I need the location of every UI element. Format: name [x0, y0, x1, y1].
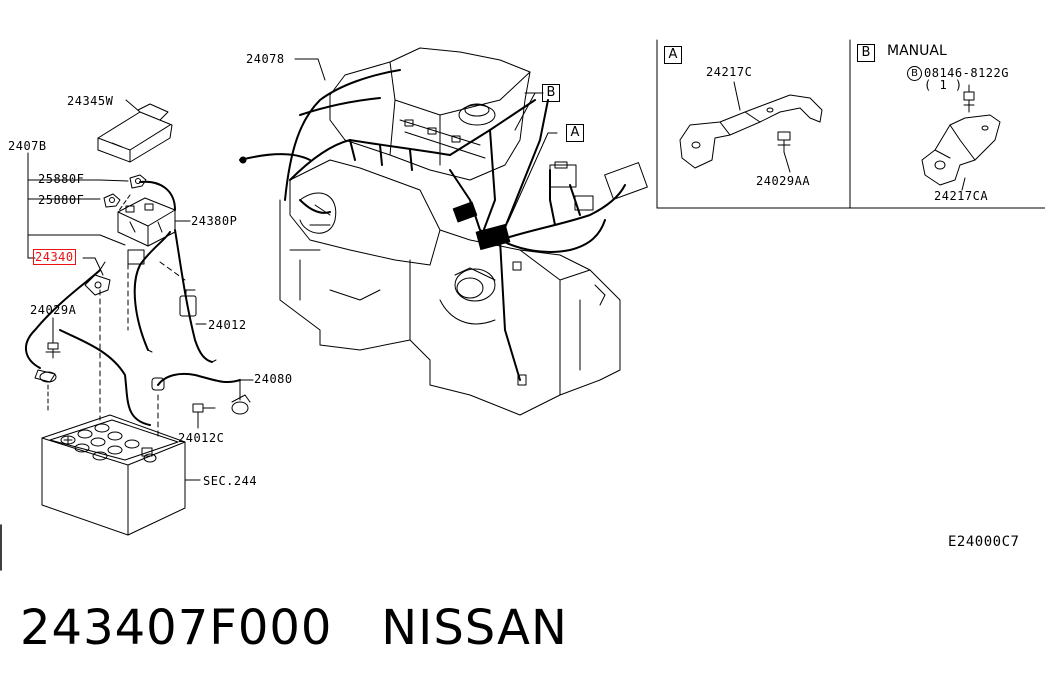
callout-24217ca: 24217CA — [934, 189, 989, 203]
engine-assembly — [279, 47, 621, 416]
view-marker-a: A — [566, 124, 584, 142]
inset-b-title: MANUAL — [887, 43, 947, 59]
bolt-ref-b-circle: B — [907, 66, 922, 81]
callout-24078: 24078 — [246, 52, 285, 66]
bolt-24029aa — [777, 131, 791, 153]
bracket-24217c — [679, 94, 823, 169]
nut-25880f — [103, 174, 147, 208]
view-marker-b: B — [542, 84, 560, 102]
diagram-code: E24000C7 — [948, 534, 1020, 550]
callout-24012: 24012 — [208, 318, 247, 332]
inset-a-label: A — [664, 46, 682, 64]
battery — [41, 414, 186, 536]
callout-sec244: SEC.244 — [203, 474, 258, 488]
callout-24029aa: 24029AA — [756, 174, 811, 188]
callout-24345w: 24345W — [67, 94, 114, 108]
ground-cable-24080 — [151, 377, 251, 415]
callout-bolt-08146: 08146-8122G — [924, 66, 1009, 80]
bolt-08146 — [963, 91, 975, 113]
inset-frames — [656, 39, 1045, 209]
engine-harness — [239, 69, 626, 381]
part-number: 243407F000 — [20, 600, 333, 656]
part-caption: 243407F000 NISSAN — [20, 598, 568, 658]
callout-24340-highlighted[interactable]: 24340 — [33, 249, 76, 265]
bracket-24217ca — [921, 114, 1001, 186]
callout-24029a: 24029A — [30, 303, 77, 317]
callout-24012c: 24012C — [178, 431, 225, 445]
bolt-24012c — [192, 403, 216, 429]
callout-24217c: 24217C — [706, 65, 753, 79]
callout-bolt-qty: ( 1 ) — [924, 78, 963, 92]
callout-24380p: 24380P — [191, 214, 238, 228]
callout-25880f-upper: 25880F — [38, 172, 85, 186]
fusible-link-24380p — [117, 197, 176, 265]
harness-connectors — [452, 161, 648, 386]
bolt-24029a — [34, 342, 61, 383]
terminal-cover-24345w — [97, 103, 173, 163]
terminal-24340 — [84, 261, 111, 296]
inset-b-label: B — [857, 44, 875, 62]
brand-name: NISSAN — [381, 600, 568, 656]
callout-24080: 24080 — [254, 372, 293, 386]
callout-2407b: 2407B — [8, 139, 47, 153]
callout-25880f-lower: 25880F — [38, 193, 85, 207]
battery-cables — [25, 180, 241, 426]
